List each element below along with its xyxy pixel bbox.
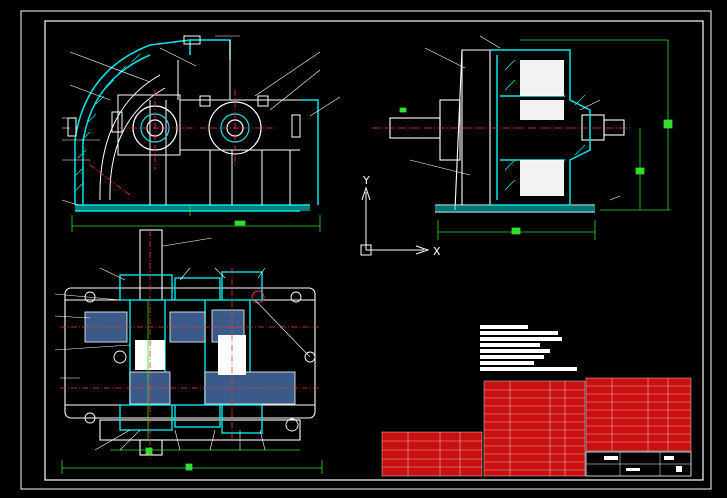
- technical-requirements: [480, 325, 577, 371]
- ucs-x-label: X: [433, 245, 441, 258]
- parts-list-table: [381, 377, 692, 477]
- front-view: [61, 35, 341, 232]
- plan-view: [54, 229, 323, 474]
- ucs-y-label: Y: [362, 174, 370, 187]
- side-view: [372, 35, 673, 240]
- title-block: [585, 451, 692, 477]
- ucs-icon: Y X: [360, 174, 441, 258]
- sheet-frame: [20, 10, 712, 490]
